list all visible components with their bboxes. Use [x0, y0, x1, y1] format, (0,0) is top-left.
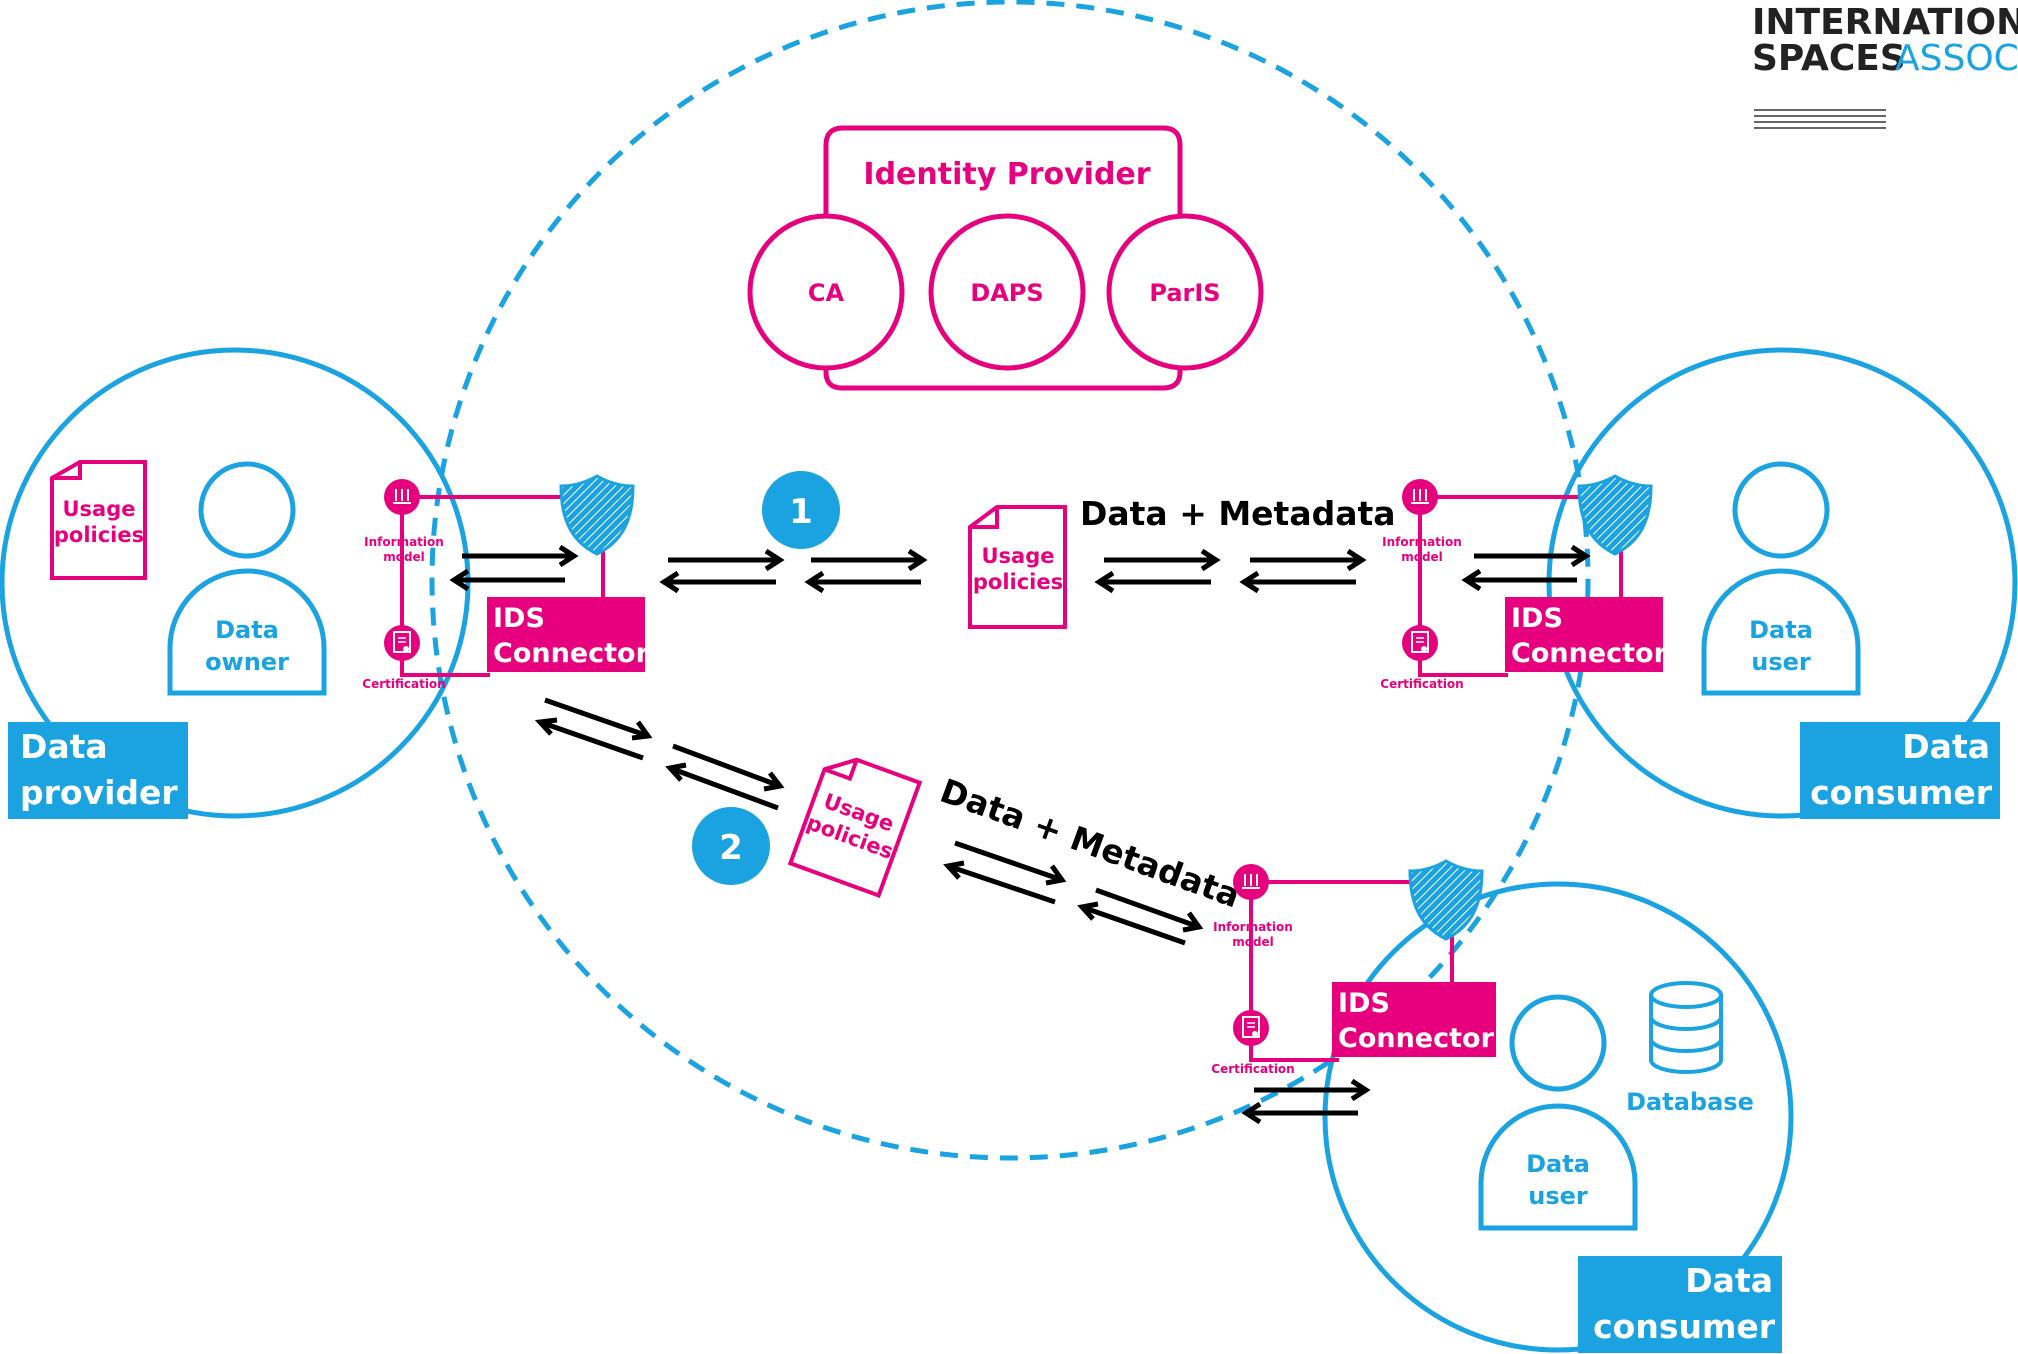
data-consumer-bottom-line1: Data: [1685, 1261, 1773, 1300]
data-provider-label-bg: [8, 722, 188, 819]
step-2-badge: [692, 807, 770, 885]
data-provider: Usage policies Data owner Data provider: [0, 347, 471, 819]
information-model-icon: [383, 478, 421, 516]
data-owner-line2: owner: [205, 648, 289, 676]
data-consumer-top: Data user Data consumer: [1546, 347, 2018, 819]
information-model-icon: [1232, 863, 1270, 901]
data-consumer-bottom-circle: [1322, 881, 1794, 1353]
info-model-label-line2: model: [1232, 935, 1274, 949]
data-user-top-line2: user: [1751, 648, 1811, 676]
ids-connector-provider: Information model Certification IDS Conn…: [362, 474, 650, 691]
person-body-icon: [1478, 1103, 1638, 1231]
info-model-label-line1: Information: [1382, 535, 1462, 549]
data-provider-label-line2: provider: [20, 773, 178, 812]
flow-2: 2 Usage policies Data + Metadata: [534, 697, 1245, 946]
usage-policies-doc-flow2: Usage policies: [787, 757, 923, 899]
daps-label: DAPS: [970, 279, 1043, 307]
step-2-number: 2: [719, 828, 743, 868]
flow-2-label: Data + Metadata: [935, 771, 1245, 916]
shield-icon: [1577, 474, 1653, 556]
database-icon: [1649, 981, 1723, 1074]
consumer-top-internal-arrows: [1461, 544, 1591, 592]
info-model-label-line1: Information: [1213, 920, 1293, 934]
database-label: Database: [1626, 1088, 1754, 1116]
ids-connector-line2: Connector: [1511, 638, 1668, 669]
provider-policy-line1: Usage: [63, 497, 136, 521]
data-consumer-top-circle: [1546, 347, 2018, 819]
ids-connector-line2: Connector: [493, 638, 650, 669]
data-provider-circle: [0, 347, 471, 819]
certification-label: Certification: [1380, 677, 1463, 691]
data-user-top-line1: Data: [1749, 616, 1813, 644]
flow-1-arrows-right: [1094, 548, 1367, 594]
paris-label: ParIS: [1149, 279, 1220, 307]
data-consumer-top-label-bg: [1800, 722, 2000, 819]
data-owner-person: Data owner: [167, 461, 327, 696]
ids-connector-label-bg: [487, 597, 645, 672]
ca-circle: [747, 213, 905, 371]
flow1-policy-line2: policies: [973, 570, 1063, 594]
info-model-label-line1: Information: [364, 535, 444, 549]
flow-2-arrows-left: [534, 697, 785, 811]
ca-label: CA: [808, 279, 845, 307]
data-owner-line1: Data: [215, 616, 279, 644]
ids-connector-line1: IDS: [1338, 988, 1390, 1019]
certification-icon: [383, 624, 421, 662]
data-consumer-top-line1: Data: [1902, 727, 1990, 766]
flow-1-arrows-left: [659, 548, 928, 594]
data-space-boundary: [429, 0, 1591, 1161]
paris-circle: [1106, 213, 1264, 371]
info-model-label-line2: model: [1401, 550, 1443, 564]
ids-connector-consumer-top: Information model Certification IDS Conn…: [1380, 474, 1668, 691]
identity-provider-title: Identity Provider: [863, 157, 1150, 192]
logo-line2b: ASSOC: [1895, 38, 2018, 79]
logo-line2a: SPACES: [1752, 38, 1906, 79]
provider-policy-line2: policies: [54, 523, 144, 547]
logo-stripes: [1754, 109, 1886, 129]
shield-icon: [559, 474, 635, 556]
step-1-number: 1: [789, 492, 813, 532]
ids-connector-label-bg: [1505, 597, 1663, 672]
logo-line1: INTERNATION: [1752, 2, 2018, 43]
usage-policies-doc-flow1: Usage policies: [968, 505, 1067, 629]
person-head-icon: [1732, 461, 1830, 559]
ids-connector-line2: Connector: [1338, 1023, 1495, 1054]
identity-provider-frame: [823, 125, 1183, 391]
flow-1-label: Data + Metadata: [1080, 494, 1396, 533]
logo: INTERNATION SPACES ASSOC: [1752, 2, 2018, 129]
information-model-icon: [1401, 478, 1439, 516]
person-head-icon: [1509, 994, 1607, 1092]
flow1-policy-line1: Usage: [982, 544, 1055, 568]
data-user-bottom-line2: user: [1528, 1182, 1588, 1210]
step-1-badge: [762, 471, 840, 549]
provider-internal-arrows: [449, 544, 579, 592]
certification-icon: [1401, 624, 1439, 662]
ids-connector-line1: IDS: [493, 603, 545, 634]
certification-icon: [1232, 1009, 1270, 1047]
data-user-person-top: Data user: [1701, 461, 1861, 696]
flow-2-arrows-right: [943, 840, 1204, 946]
person-head-icon: [198, 461, 296, 559]
ids-connector-label-bg: [1332, 982, 1496, 1057]
data-provider-label-line1: Data: [20, 727, 108, 766]
info-model-label-line2: model: [383, 550, 425, 564]
person-body-icon: [167, 568, 327, 696]
person-body-icon: [1701, 568, 1861, 696]
consumer-bottom-internal-arrows: [1241, 1078, 1371, 1125]
data-consumer-top-line2: consumer: [1810, 773, 1993, 812]
certification-label: Certification: [362, 677, 445, 691]
flow-1: 1 Usage policies Data + Metadata: [659, 471, 1396, 629]
ids-connector-line1: IDS: [1511, 603, 1563, 634]
data-user-bottom-line1: Data: [1526, 1150, 1590, 1178]
ids-connector-consumer-bottom: Information model Certification IDS Conn…: [1211, 859, 1496, 1125]
data-consumer-bottom-line2: consumer: [1593, 1307, 1776, 1346]
identity-provider: Identity Provider CA DAPS ParIS: [747, 125, 1264, 391]
data-user-person-bottom: Data user: [1478, 994, 1638, 1231]
usage-policies-doc-provider: Usage policies: [50, 460, 147, 580]
certification-label: Certification: [1211, 1062, 1294, 1076]
data-consumer-bottom-label-bg: [1578, 1256, 1782, 1353]
daps-circle: [928, 213, 1086, 371]
data-consumer-bottom: Data user Database Data consumer: [1322, 881, 1794, 1353]
